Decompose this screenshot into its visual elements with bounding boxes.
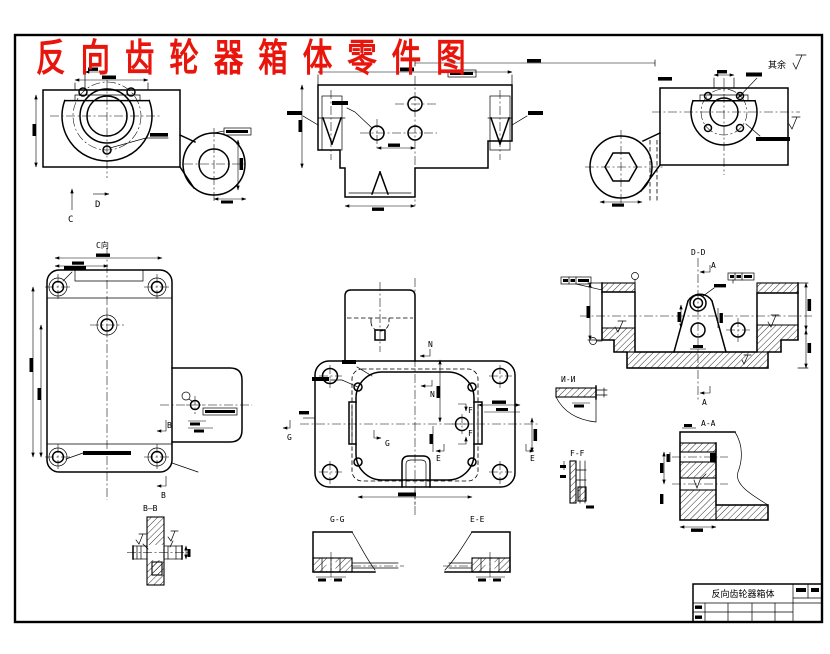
surplus-note: 其余 bbox=[768, 54, 807, 71]
section-label-c-view: C向 bbox=[96, 240, 109, 250]
section-arrow-label-f-upper: F bbox=[468, 406, 473, 415]
view-aa-section: A-A bbox=[660, 419, 769, 532]
section-label-ii: И-И bbox=[561, 375, 576, 384]
corner-holes bbox=[45, 274, 170, 470]
surplus-text: 其余 bbox=[768, 59, 786, 71]
section-label-dd: D-D bbox=[691, 248, 706, 257]
section-arrow-label-n-mid: N bbox=[430, 390, 435, 399]
view-arrow-label-c: C bbox=[68, 215, 73, 225]
section-label-gg: G-G bbox=[330, 515, 345, 524]
section-arrow-label-g-left: G bbox=[287, 433, 292, 442]
view-front-left: C D bbox=[32, 67, 252, 225]
section-arrow-label-e-right: E bbox=[530, 454, 535, 463]
view-front-right bbox=[585, 70, 801, 207]
section-arrow-label-n-top: N bbox=[428, 340, 433, 349]
gdt-frame-right bbox=[727, 272, 755, 284]
dims-bottom-view bbox=[299, 359, 538, 499]
body-corner-holes bbox=[319, 365, 512, 484]
title-block-scale-cell bbox=[811, 588, 819, 592]
title-block: 反向齿轮器箱体 bbox=[692, 583, 823, 623]
dims-front-right bbox=[599, 70, 735, 207]
section-label-aa: A-A bbox=[701, 419, 716, 428]
dims-top bbox=[287, 59, 656, 211]
view-c-direction: C向 B B bbox=[29, 240, 252, 500]
section-label-ff: F-F bbox=[570, 449, 585, 458]
dims-front-left bbox=[32, 67, 252, 204]
gdt-frame-left bbox=[560, 276, 603, 291]
dims-dd bbox=[586, 282, 812, 369]
roughness-icon bbox=[792, 54, 807, 70]
section-label-bb: B—B bbox=[143, 504, 158, 513]
section-arrow-label-g-mid: G bbox=[385, 439, 390, 448]
view-gg-section: G-G bbox=[312, 515, 404, 582]
view-dd-section: D-D A A bbox=[560, 248, 812, 407]
view-ff-section: F-F bbox=[560, 449, 594, 509]
section-arrow-label-b-bottom: B bbox=[161, 491, 166, 500]
section-arrow-label-a-bottom: A bbox=[702, 398, 707, 407]
section-arrow-label-a-top: A bbox=[711, 261, 716, 270]
section-arrow-label-f-lower: F bbox=[468, 429, 473, 438]
view-top bbox=[287, 59, 656, 211]
view-bb-section: B—B bbox=[127, 504, 191, 586]
title-block-part-name: 反向齿轮器箱体 bbox=[711, 588, 774, 600]
section-label-ee: E-E bbox=[470, 515, 485, 524]
section-arrow-label-e-mid: E bbox=[436, 454, 441, 463]
drawing-border-frame bbox=[13, 33, 824, 624]
section-arrow-label-b-top: B bbox=[167, 421, 172, 430]
view-ee-section: E-E bbox=[443, 515, 511, 582]
view-arrow-label-d: D bbox=[95, 200, 100, 210]
dims-aa bbox=[660, 424, 717, 532]
view-bottom: N N G G F F E E bbox=[282, 278, 540, 516]
title-block-material-cell bbox=[796, 588, 806, 592]
drawing-title: 反 向 齿 轮 器 箱 体 零 件 图 bbox=[36, 36, 468, 80]
view-ii: И-И bbox=[555, 375, 608, 423]
